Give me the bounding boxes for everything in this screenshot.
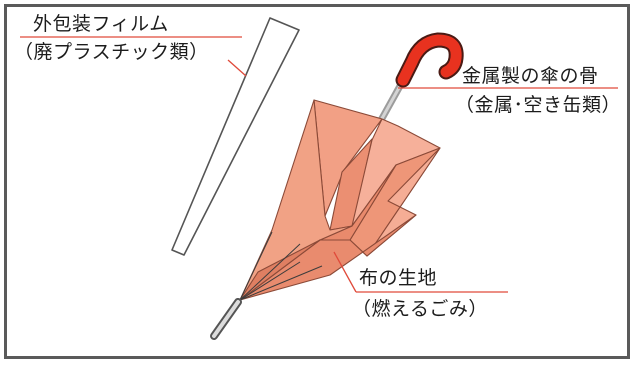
umbrella-ferrule [210, 298, 242, 340]
frame-category: （金属･空き缶類） [455, 94, 622, 116]
umbrella-fabric [239, 99, 441, 301]
fabric-label: 布の生地 [359, 267, 438, 289]
frame-label: 金属製の傘の骨 [462, 65, 599, 87]
film-label: 外包装フィルム [33, 13, 169, 35]
umbrella-ribs-tip [239, 231, 323, 301]
film-leader-pointer [227, 59, 247, 77]
fabric-category: （燃えるごみ） [352, 298, 488, 320]
packaging-film [171, 17, 300, 256]
fabric-leader-pointer [333, 251, 357, 293]
film-category: （廃プラスチック類） [14, 41, 209, 63]
